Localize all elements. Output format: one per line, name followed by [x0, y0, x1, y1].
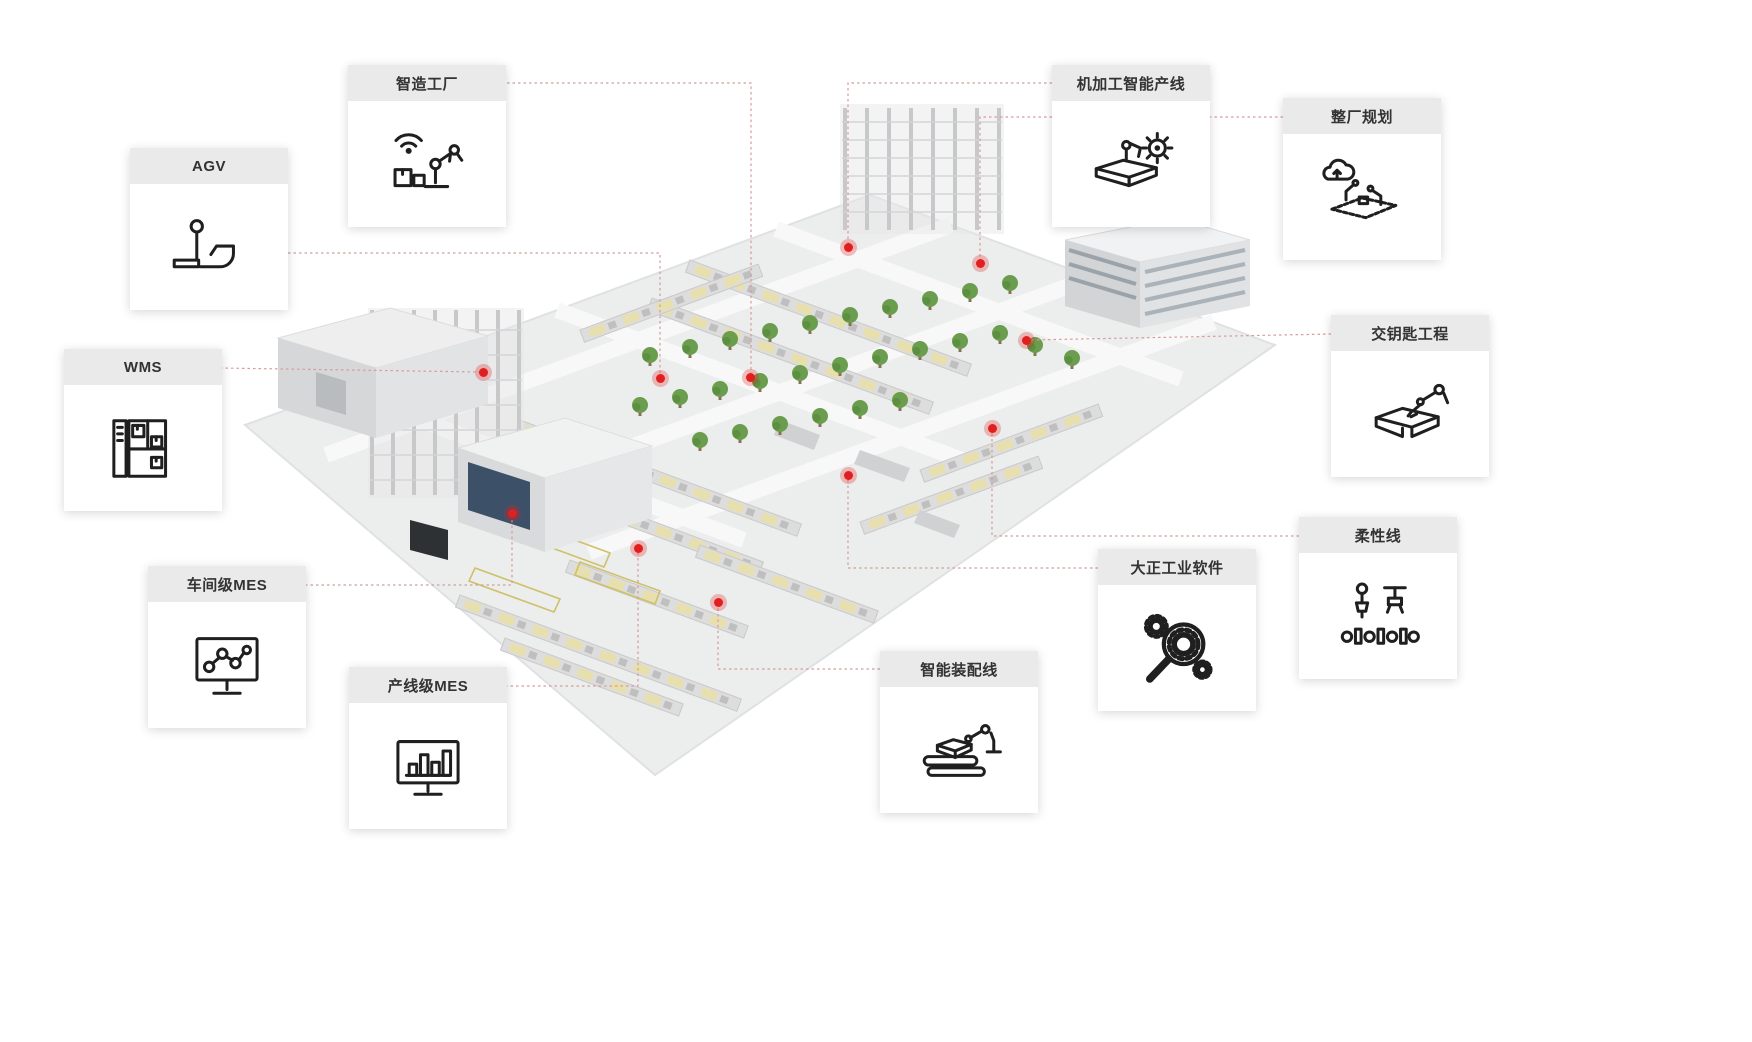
- callout-line-mes[interactable]: 产线级MES: [349, 667, 507, 829]
- hotspot-industrial-software[interactable]: [843, 470, 853, 480]
- flexible-line-tools-icon: [1299, 553, 1457, 679]
- callout-industrial-software[interactable]: 大正工业软件: [1098, 549, 1256, 711]
- callout-title: WMS: [64, 349, 222, 385]
- callout-title: 智造工厂: [348, 65, 506, 101]
- hotspot-wms[interactable]: [478, 367, 488, 377]
- assembly-conveyor-robot-icon: [880, 687, 1038, 813]
- gears-magnifier-icon: [1098, 585, 1256, 711]
- warehouse-cabinet-icon: [64, 385, 222, 511]
- hotspot-line-mes[interactable]: [633, 543, 643, 553]
- callout-title: 柔性线: [1299, 517, 1457, 553]
- agv-vehicle-icon: [130, 184, 288, 310]
- hotspot-flexible-line[interactable]: [987, 423, 997, 433]
- machining-robot-gear-icon: [1052, 101, 1210, 227]
- callout-agv[interactable]: AGV: [130, 148, 288, 310]
- callout-workshop-mes[interactable]: 车间级MES: [148, 566, 306, 728]
- hotspot-workshop-mes[interactable]: [507, 508, 517, 518]
- callout-machining-line[interactable]: 机加工智能产线: [1052, 65, 1210, 227]
- callout-plant-planning[interactable]: 整厂规划: [1283, 98, 1441, 260]
- callout-title: 车间级MES: [148, 566, 306, 602]
- callout-turnkey[interactable]: 交钥匙工程: [1331, 315, 1489, 477]
- callout-smart-factory[interactable]: 智造工厂: [348, 65, 506, 227]
- monitor-node-graph-icon: [148, 602, 306, 728]
- hotspot-turnkey[interactable]: [1021, 335, 1031, 345]
- callout-flexible-line[interactable]: 柔性线: [1299, 517, 1457, 679]
- callout-title: 大正工业软件: [1098, 549, 1256, 585]
- callout-wms[interactable]: WMS: [64, 349, 222, 511]
- smart-factory-robot-icon: [348, 101, 506, 227]
- callout-title: 智能装配线: [880, 651, 1038, 687]
- monitor-bar-chart-icon: [349, 703, 507, 829]
- callout-title: AGV: [130, 148, 288, 184]
- callout-title: 产线级MES: [349, 667, 507, 703]
- hotspot-assembly-line[interactable]: [713, 597, 723, 607]
- callout-assembly-line[interactable]: 智能装配线: [880, 651, 1038, 813]
- callout-title: 机加工智能产线: [1052, 65, 1210, 101]
- hotspot-agv[interactable]: [655, 373, 665, 383]
- hotspot-plant-planning[interactable]: [975, 258, 985, 268]
- hotspot-machining-line[interactable]: [843, 242, 853, 252]
- callout-title: 交钥匙工程: [1331, 315, 1489, 351]
- turnkey-robot-box-icon: [1331, 351, 1489, 477]
- plant-layout-cloud-icon: [1283, 134, 1441, 260]
- callout-title: 整厂规划: [1283, 98, 1441, 134]
- hotspot-smart-factory[interactable]: [745, 372, 755, 382]
